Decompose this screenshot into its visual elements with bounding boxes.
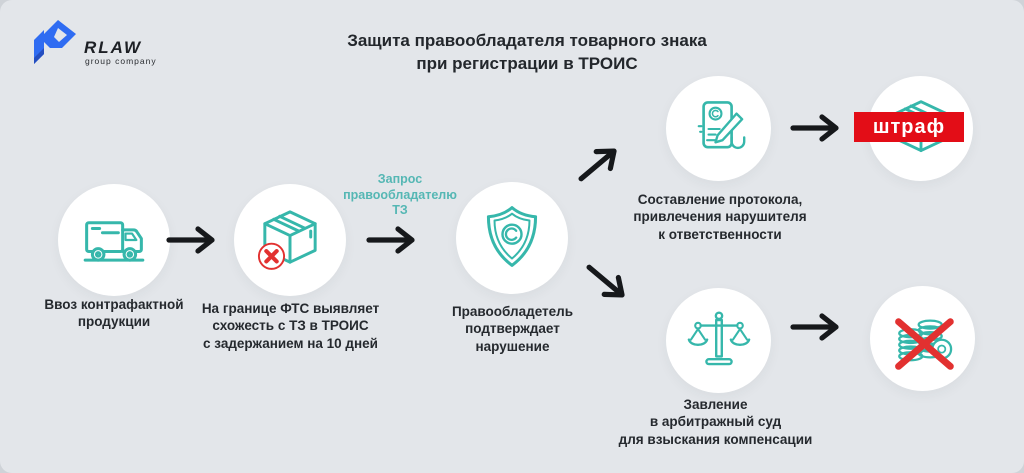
step-rightholder-label: Правообладетель подтверждает нарушение: [451, 304, 574, 354]
court-circle: [666, 288, 771, 393]
protocol-document-icon: [697, 100, 745, 149]
request-note: Запрос правообладателю ТЗ: [343, 172, 457, 218]
fine-badge: штраф: [854, 112, 964, 142]
page-title: Защита правообладателя товарного знака п…: [347, 31, 707, 73]
protocol-circle: [666, 76, 771, 181]
step-rightholder-circle: [456, 182, 568, 294]
arrow-right-icon: [790, 112, 848, 144]
box-rejected-icon: [257, 210, 317, 270]
truck-icon: [83, 221, 145, 262]
arrow-up-right-icon: [569, 131, 634, 193]
step-import-label: Ввоз контрафактной продукции: [44, 297, 184, 330]
company-logo: RLAW group company: [26, 14, 196, 70]
step-customs-circle: [234, 184, 346, 296]
no-compensation-coins-icon: [894, 317, 954, 370]
justice-scales-icon: [687, 310, 750, 365]
logo-brand-text: RLAW: [84, 38, 143, 57]
step-customs-label: На границе ФТС выявляет схожесть с ТЗ в …: [201, 301, 380, 351]
arrow-right-icon: [366, 224, 424, 256]
step-import-circle: [58, 184, 170, 296]
logo-p-mark-icon: [34, 20, 76, 64]
logo-subtitle: group company: [85, 56, 157, 66]
compensation-circle: [870, 286, 975, 391]
arrow-right-icon: [790, 311, 848, 343]
protocol-label: Составление протокола, привлечения наруш…: [633, 192, 807, 242]
arrow-right-icon: [166, 224, 224, 256]
court-label: Завление в арбитражный суд для взыскания…: [618, 397, 813, 447]
shield-copyright-icon: [486, 206, 538, 267]
arrow-down-right-icon: [577, 253, 642, 315]
